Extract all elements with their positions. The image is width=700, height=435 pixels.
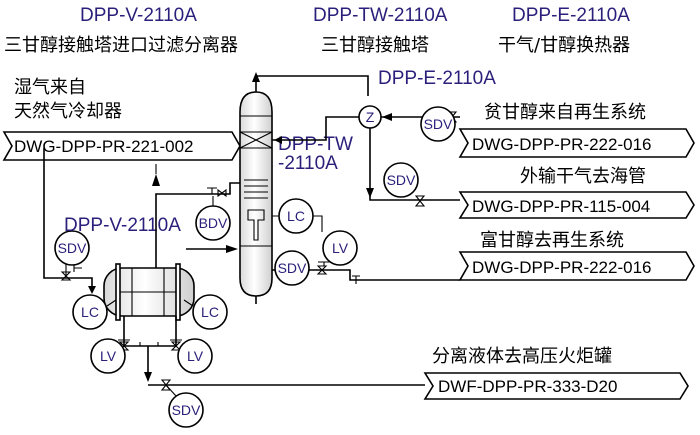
exchanger-tag: DPP-E-2110A: [378, 68, 496, 89]
rich-sdv-label: SDV: [278, 260, 307, 276]
inlet-sdv-valve: [60, 271, 72, 281]
column-shell: [239, 91, 273, 297]
flare-sdv-bubble[interactable]: [168, 392, 204, 428]
dry-gas-desc: 外输干气去海管: [520, 166, 646, 187]
header-exchanger: DPP-E-2110A 干气/甘醇换热器: [498, 5, 630, 56]
inlet-sdv-bubble[interactable]: [54, 230, 90, 266]
separator-vent-stub: [207, 187, 217, 194]
flare-desc: 分离液体去高压火炬罐: [432, 346, 612, 367]
separator-gas-line: [155, 182, 240, 256]
rich-glycol-offpage-connector[interactable]: [458, 251, 695, 281]
column-chimney: [247, 209, 265, 241]
lean-glycol-dwg-ref[interactable]: DWG-DPP-PR-222-016: [472, 135, 652, 154]
lean-glycol-desc: 贫甘醇来自再生系统: [484, 102, 646, 123]
inlet-desc-line2: 天然气冷却器: [14, 101, 122, 122]
drain-lv-right-valve: [170, 341, 182, 351]
separator-lc-left-bubble[interactable]: [72, 294, 108, 330]
column-overhead-line: [255, 75, 369, 96]
column-lc-links: [272, 215, 323, 232]
inlet-desc-line1: 湿气来自: [14, 77, 86, 98]
rich-glycol-desc: 富甘醇去再生系统: [480, 230, 624, 251]
header-column-tag: DPP-TW-2110A: [313, 5, 448, 26]
header-separator-name: 三甘醇接触塔进口过滤分离器: [4, 35, 238, 56]
separator-vent-valve: [217, 188, 227, 198]
column-packing: [239, 131, 273, 149]
contactor-column: [239, 84, 273, 304]
dry-gas-dwg-ref[interactable]: DWG-DPP-PR-115-004: [472, 197, 650, 216]
lean-glycol-arrow: [382, 113, 392, 121]
flare-sdv-label: SDV: [172, 402, 201, 418]
rich-lv-actuator: [318, 261, 330, 266]
separator-drain-header: [123, 336, 177, 347]
drygas-sdv-valve: [414, 195, 426, 207]
separator-lc-connects: [106, 299, 194, 307]
column-tag-2: -2110A: [278, 153, 338, 174]
lean-glycol-to-column: [272, 116, 359, 141]
lean-glycol-column-arrow: [274, 136, 282, 144]
inlet-arrow: [88, 286, 96, 294]
flare-offpage-connector[interactable]: [423, 372, 689, 400]
lean-sdv-bubble[interactable]: [420, 106, 456, 142]
bdv-label: BDV: [199, 215, 228, 231]
column-lv-label: LV: [332, 240, 349, 256]
lean-sdv-label: SDV: [424, 116, 453, 132]
drain-lv-right-label: LV: [187, 348, 204, 364]
flare-sdv-stem: [165, 384, 177, 397]
header-column: DPP-TW-2110A 三甘醇接触塔: [313, 5, 448, 56]
column-trays-mid: [244, 179, 268, 199]
separator-lc-left-label: LC: [81, 304, 99, 320]
separator-flange-right: [175, 263, 181, 321]
rich-glycol-line: [272, 269, 460, 281]
drain-down-arrow: [144, 372, 152, 382]
dry-gas-down-arrow: [366, 188, 374, 198]
rich-lv-valve: [316, 265, 328, 275]
column-feed-arrow: [226, 245, 238, 253]
column-lc-label: LC: [287, 208, 305, 224]
header-column-name: 三甘醇接触塔: [321, 35, 429, 56]
lean-glycol-offpage-connector[interactable]: [458, 128, 695, 158]
drain-lv-left-label: LV: [100, 348, 117, 364]
inlet-sdv-label: SDV: [58, 240, 87, 256]
header-separator: DPP-V-2110A 三甘醇接触塔进口过滤分离器: [4, 5, 238, 56]
drain-ties: [139, 342, 159, 346]
separator-flange-left: [115, 263, 121, 321]
header-exchanger-name: 干气/甘醇换热器: [498, 35, 630, 56]
separator-lc-right-bubble[interactable]: [192, 294, 228, 330]
drygas-sdv-label: SDV: [387, 172, 416, 188]
separator-liquid-nozzles: [123, 316, 177, 336]
header-separator-tag: DPP-V-2110A: [80, 5, 197, 26]
inlet-dwg-ref[interactable]: DWG-DPP-PR-221-002: [14, 137, 194, 156]
separator-tag: DPP-V-2110A: [64, 215, 181, 236]
dry-gas-offpage-connector[interactable]: [458, 191, 695, 219]
column-overhead-arrow: [252, 72, 260, 82]
dry-gas-line: [369, 128, 460, 201]
drain-lv-right-bubble[interactable]: [177, 338, 213, 374]
exchanger-symbol-label: Z: [366, 109, 375, 125]
rich-check: [352, 275, 360, 284]
rich-sdv-bubble[interactable]: [274, 250, 310, 286]
separator-lc-right-label: LC: [201, 304, 219, 320]
rich-glycol-dwg-ref[interactable]: DWG-DPP-PR-222-016: [472, 258, 652, 277]
flare-dwg-ref[interactable]: DWF-DPP-PR-333-D20: [438, 377, 617, 396]
column-lv-bubble[interactable]: [322, 230, 358, 266]
separator-vessel: [103, 256, 195, 336]
header-exchanger-tag: DPP-E-2110A: [512, 5, 630, 26]
inlet-offpage-connector[interactable]: [2, 131, 241, 161]
drain-lv-left-bubble[interactable]: [90, 338, 126, 374]
drygas-sdv-bubble[interactable]: [383, 162, 419, 198]
column-tag-1: DPP-TW: [278, 134, 353, 155]
separator-gas-arrow: [152, 174, 160, 186]
